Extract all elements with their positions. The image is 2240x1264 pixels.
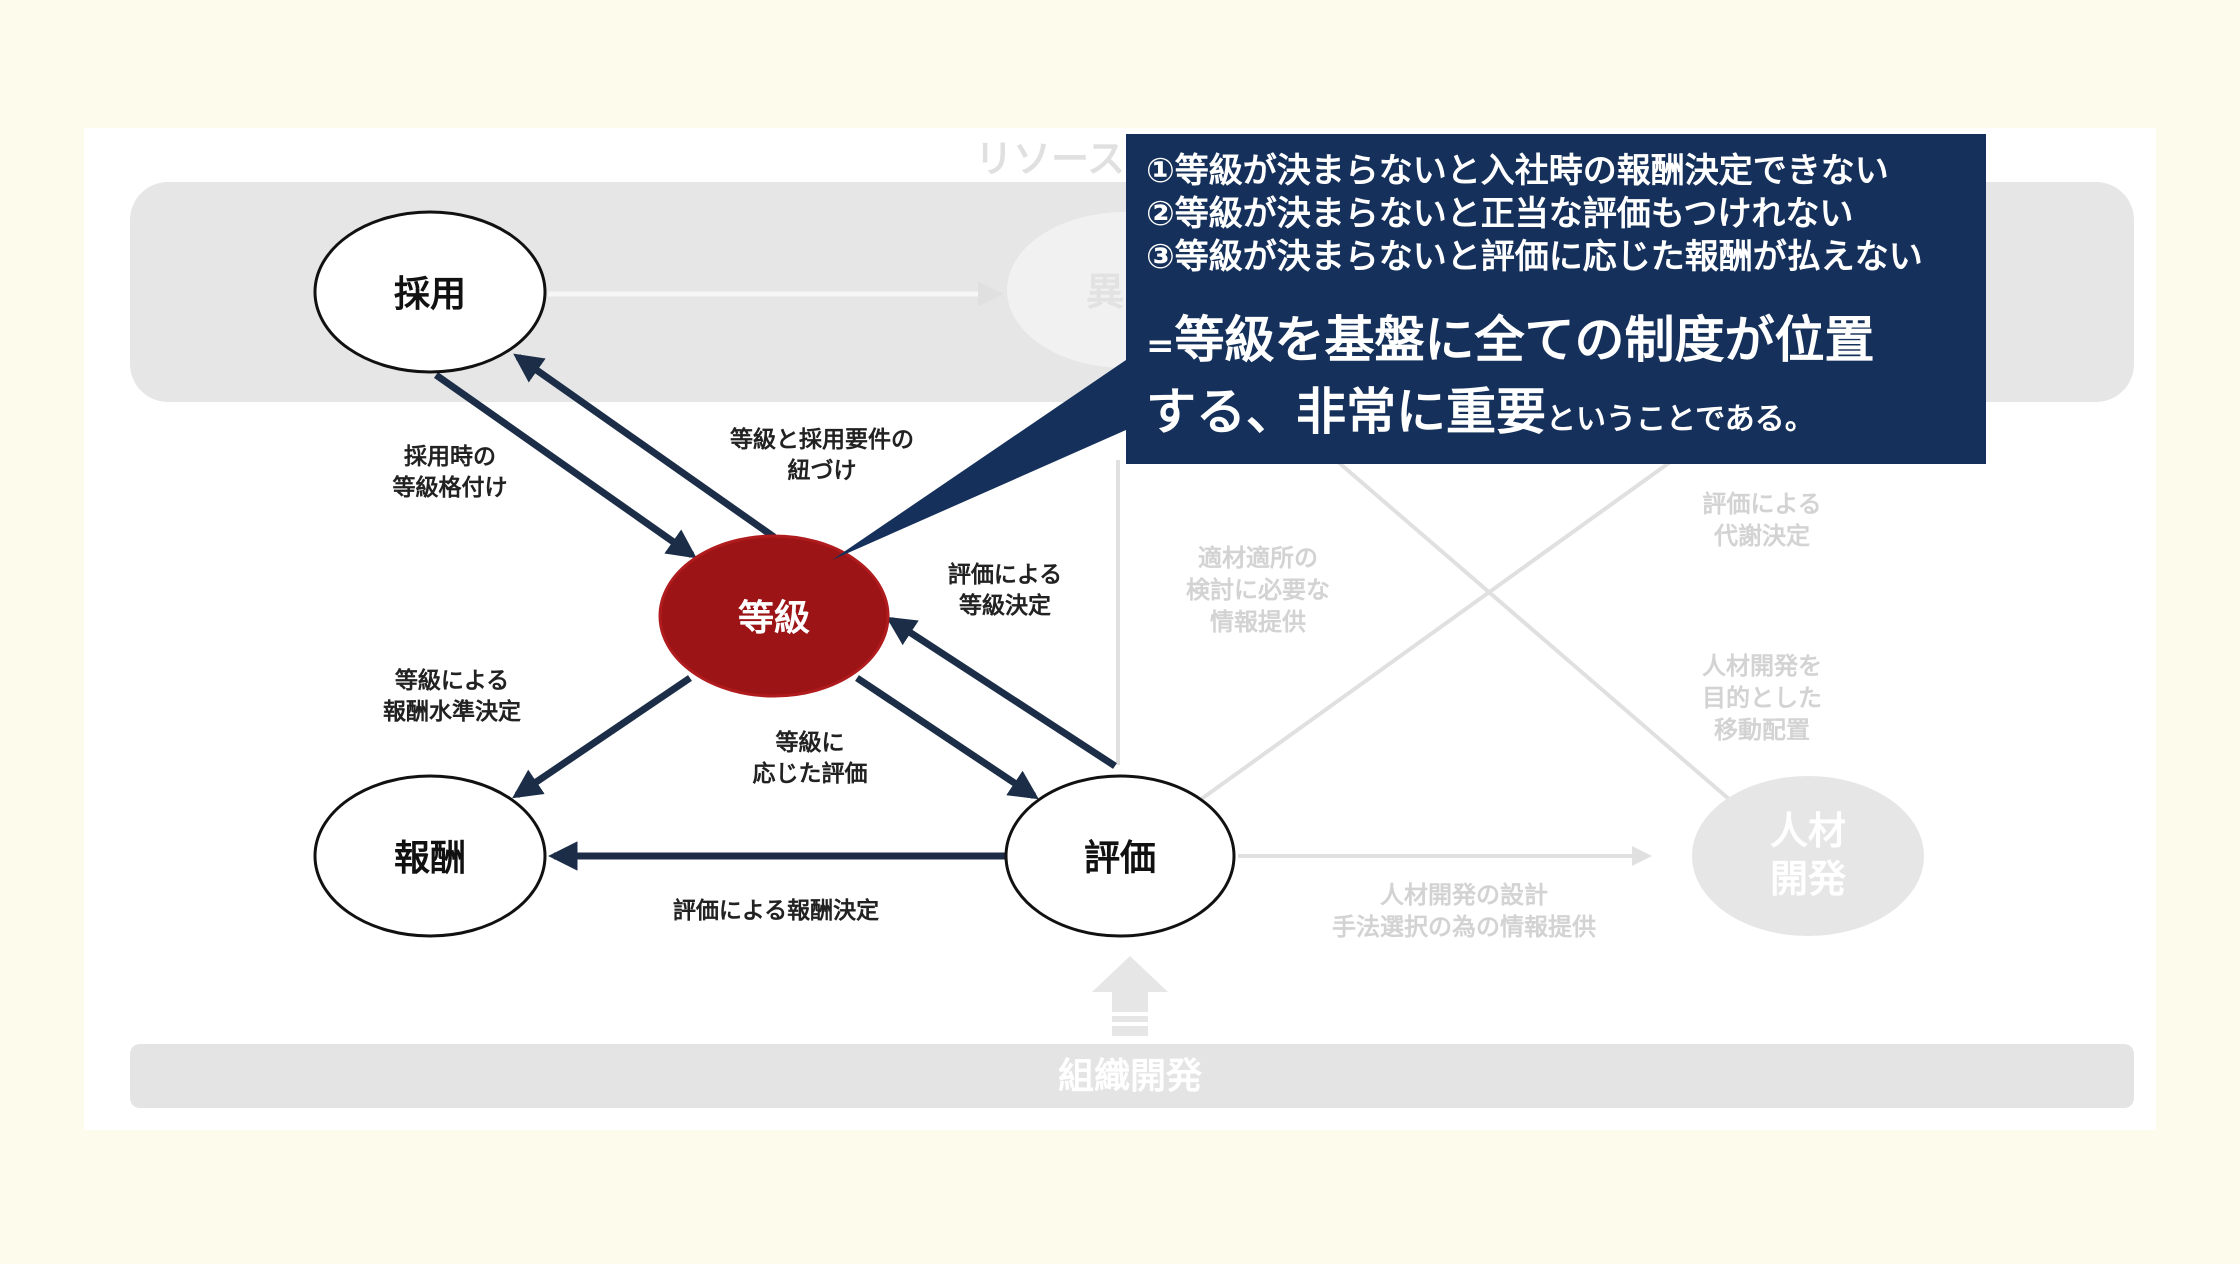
node-hyouka[interactable]: 評価: [1004, 774, 1236, 938]
faded-label-daisha-2: 代謝決定: [1713, 522, 1810, 550]
node-jinzai-label-1: 人材: [1770, 809, 1846, 853]
callout-line-1: ①等級が決まらないと入社時の報酬決定できない: [1146, 151, 1889, 191]
callout-suffix: ということである。: [1546, 402, 1815, 437]
arrow-tokyu-saiyou: [513, 353, 777, 540]
faded-connectors: [548, 281, 1732, 866]
node-housyu-label: 報酬: [394, 838, 466, 879]
callout-main-row-2: する、非常に重要ということである。: [1146, 379, 1966, 453]
node-hyouka-label: 評価: [1084, 838, 1156, 879]
soshiki-band: [130, 1044, 2134, 1108]
faded-label-tekizai-2: 検討に必要な: [1186, 576, 1330, 604]
edge-label-saiyou-tokyu-1: 採用時の: [404, 444, 496, 470]
node-saiyou[interactable]: 採用: [313, 210, 547, 374]
edge-label-tokyu-saiyou-1: 等級と採用要件の: [730, 426, 914, 453]
callout-box: ①等級が決まらないと入社時の報酬決定できない ②等級が決まらないと正当な評価もつ…: [1126, 134, 1986, 464]
arrow-tokyu-housyu: [512, 675, 692, 799]
faded-label-idou-2: 目的とした: [1702, 684, 1822, 712]
main-arrows: [433, 353, 1117, 871]
edge-label-tokyu-housyu-1: 等級による: [395, 667, 509, 694]
edge-label-tokyu-hyouka-2: 応じた評価: [753, 760, 868, 787]
faded-label-jinzai-sekkei-2: 手法選択の為の情報提供: [1332, 913, 1596, 941]
node-jinzai[interactable]: [1692, 776, 1924, 936]
edge-label-tokyu-hyouka-1: 等級に: [776, 729, 845, 756]
arrow-saiyou-tokyu: [433, 372, 697, 559]
faded-label-idou-1: 人材開発を: [1702, 652, 1822, 680]
callout-main-1: 等級を基盤に全ての制度が位置: [1174, 311, 1875, 369]
edge-label-saiyou-tokyu-2: 等級格付け: [393, 474, 508, 501]
callout-main: =等級を基盤に全ての制度が位置 する、非常に重要ということである。: [1146, 307, 1966, 453]
arrow-tokyu-hyouka: [855, 675, 1039, 800]
node-tokyu-label: 等級: [738, 598, 810, 639]
callout-pointer: [832, 360, 1126, 560]
edge-label-tokyu-housyu-2: 報酬水準決定: [383, 698, 521, 725]
faded-label-idou-3: 移動配置: [1714, 716, 1810, 744]
node-tokyu[interactable]: 等級: [658, 534, 890, 698]
callout-main-2: する、非常に重要: [1146, 383, 1546, 441]
callout-line-3: ③等級が決まらないと評価に応じた報酬が払えない: [1146, 237, 1923, 277]
node-ido-label: 異: [1086, 270, 1124, 314]
faded-label-jinzai-sekkei-1: 人材開発の設計: [1380, 881, 1548, 909]
up-arrow-icon: [1092, 956, 1168, 1036]
faded-label-tekizai-1: 適材適所の: [1198, 544, 1318, 572]
faded-label-daisha-1: 評価による: [1702, 490, 1821, 518]
node-jinzai-label-2: 開発: [1770, 857, 1847, 901]
edge-label-hyouka-tokyu-1: 評価による: [948, 561, 1062, 588]
arrow-hyouka-tokyu: [886, 616, 1117, 769]
edge-label-tokyu-saiyou-2: 紐づけ: [788, 457, 857, 484]
resource-band-label: リソース: [975, 137, 1125, 181]
edge-label-hyouka-housyu: 評価による報酬決定: [673, 897, 879, 924]
callout-main-row-1: =等級を基盤に全ての制度が位置: [1146, 307, 1966, 379]
node-saiyou-label: 採用: [394, 274, 466, 315]
faded-label-tekizai-3: 情報提供: [1210, 608, 1306, 636]
node-housyu[interactable]: 報酬: [313, 774, 547, 938]
soshiki-band-label: 組織開発: [1058, 1056, 1203, 1097]
edge-label-hyouka-tokyu-2: 等級決定: [959, 592, 1051, 619]
callout-line-2: ②等級が決まらないと正当な評価もつけれない: [1146, 194, 1854, 234]
callout-eq: =: [1146, 326, 1175, 366]
